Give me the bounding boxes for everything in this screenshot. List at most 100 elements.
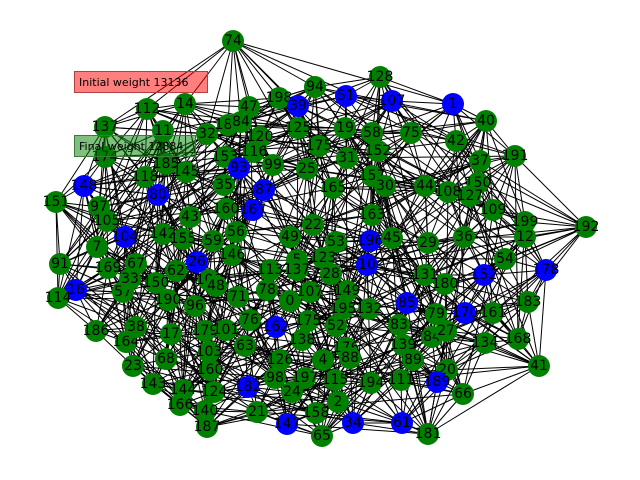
graph-node: 183: [515, 291, 541, 313]
graph-node: 142: [150, 223, 176, 245]
graph-edge: [312, 160, 481, 226]
node-label: 35: [215, 177, 233, 193]
node-label: 160: [197, 362, 224, 378]
node-label: 30: [376, 178, 394, 194]
node-circle-selected: [342, 412, 364, 434]
node-label: 26: [188, 254, 206, 270]
node-label: 74: [224, 33, 242, 49]
node-circle: [308, 135, 330, 157]
node-circle: [417, 232, 439, 254]
node-circle: [199, 359, 221, 381]
graph-node: 27: [435, 320, 457, 342]
graph-node: 91: [49, 253, 71, 275]
graph-edge: [55, 201, 233, 256]
graph-node: 48: [205, 275, 227, 297]
graph-edge: [384, 160, 481, 187]
node-label: 124: [201, 384, 228, 400]
graph-node: 111: [388, 369, 414, 391]
graph-node: 118: [132, 166, 158, 188]
node-circle: [262, 154, 284, 176]
node-label: 104: [112, 229, 139, 245]
node-label: 38: [127, 319, 145, 335]
node-label: 196: [357, 233, 384, 249]
graph-node: 35: [213, 174, 235, 196]
graph-node: 103: [196, 341, 222, 363]
graph-edge: [204, 410, 323, 437]
graph-edge: [296, 269, 370, 310]
node-circle: [474, 332, 496, 354]
graph-node: 170: [452, 302, 479, 324]
graph-node: 68: [155, 348, 177, 370]
graph-node: 17: [160, 323, 182, 345]
node-label: 179: [192, 323, 219, 339]
node-label: 108: [435, 184, 462, 200]
graph-edge: [98, 108, 148, 208]
graph-edge: [83, 167, 240, 187]
graph-node: 76: [239, 309, 261, 331]
graph-node: 140: [192, 400, 218, 422]
graph-edge: [162, 171, 187, 235]
node-circle: [294, 367, 316, 389]
node-label: 85: [398, 295, 416, 311]
node-circle: [136, 98, 158, 120]
graph-node: 189: [424, 371, 450, 393]
node-circle-selected: [356, 254, 378, 276]
graph-node: 93: [228, 157, 250, 179]
graph-node: 158: [303, 402, 329, 424]
graph-edge: [446, 365, 540, 371]
node-label: 134: [472, 335, 499, 351]
node-label: 160: [213, 201, 240, 217]
graph-edge: [57, 206, 100, 299]
graph-edge: [269, 168, 308, 271]
node-circle: [504, 145, 526, 167]
node-label: 113: [257, 262, 284, 278]
node-circle: [304, 76, 326, 98]
node-circle-selected: [186, 251, 208, 273]
node-circle: [296, 158, 318, 180]
graph-edge: [538, 269, 547, 367]
graph-node: 65: [311, 425, 333, 447]
node-label: 170: [452, 305, 479, 321]
graph-node: 56: [225, 221, 247, 243]
graph-edge: [129, 278, 167, 360]
node-circle: [435, 320, 457, 342]
node-circle-selected: [242, 199, 264, 221]
graph-edge: [446, 338, 519, 371]
node-circle: [125, 316, 147, 338]
node-circle: [334, 117, 356, 139]
graph-edge: [256, 411, 403, 424]
graph-node: 127: [457, 185, 483, 207]
node-circle: [259, 259, 281, 281]
node-label: 143: [140, 376, 167, 392]
node-circle: [437, 181, 459, 203]
graph-edge: [445, 191, 449, 332]
graph-node: 179: [192, 320, 219, 342]
node-label: 1: [449, 96, 458, 112]
graph-node: 78: [256, 279, 278, 301]
graph-edge: [312, 145, 320, 226]
graph-node: 146: [219, 244, 245, 266]
node-label: 4: [319, 352, 328, 368]
graph-edge: [391, 237, 402, 381]
graph-edge: [462, 365, 540, 395]
graph-edge: [412, 359, 429, 435]
node-label: 63: [236, 338, 254, 354]
node-label: 132: [356, 301, 383, 317]
graph-edge: [446, 195, 471, 371]
graph-node: 104: [112, 226, 139, 248]
graph-edge: [371, 120, 487, 134]
node-label: 47: [240, 99, 258, 115]
node-label: 66: [454, 386, 472, 402]
graph-edge: [314, 86, 373, 134]
node-label: 87: [255, 182, 273, 198]
graph-node: 180: [432, 273, 458, 295]
graph-node: 186: [83, 320, 109, 342]
graph-edge: [206, 379, 336, 428]
node-label: 147: [274, 416, 301, 432]
graph-edge: [135, 270, 177, 328]
node-label: 137: [92, 119, 119, 135]
graph-edge: [184, 97, 280, 105]
node-label: 91: [51, 256, 69, 272]
node-circle: [234, 335, 256, 357]
graph-edge: [345, 95, 487, 122]
